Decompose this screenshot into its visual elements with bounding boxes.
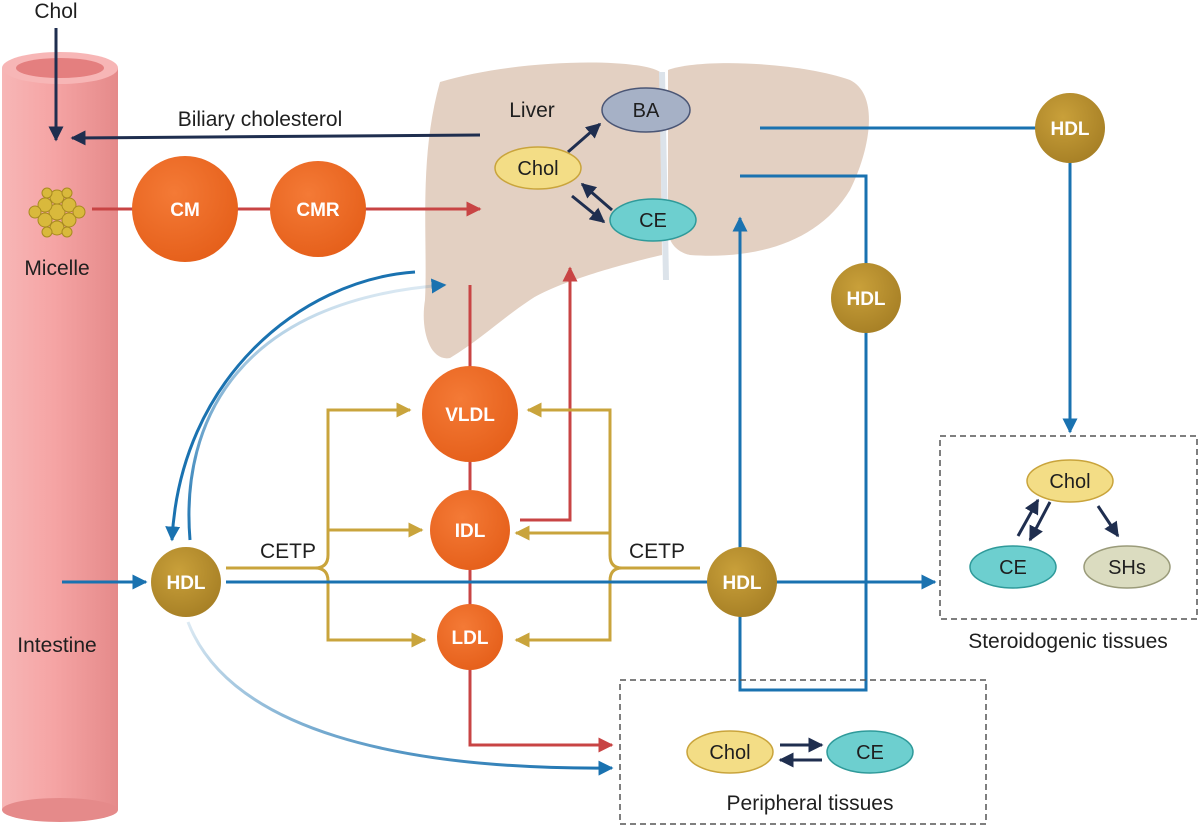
hdl-center-particle (707, 547, 777, 617)
peripheral-tissues-box (619, 679, 987, 825)
liver-chol-label: Chol (517, 158, 558, 180)
peripheral-label: Peripheral tissues (727, 792, 894, 815)
ldl-label: LDL (452, 628, 489, 649)
cmr-particle (270, 161, 366, 257)
biliary-cholesterol-arrow (70, 130, 481, 146)
chol-input-label: Chol (34, 0, 77, 23)
steroid-shs-label: SHs (1108, 557, 1146, 579)
steroid-chol-label: Chol (1049, 471, 1090, 493)
peripheral-chol-node (686, 730, 774, 774)
steroid-shs-node (1083, 545, 1171, 589)
cetp-left-label: CETP (260, 540, 316, 563)
cetp-right-exchange (514, 402, 700, 648)
idl-to-liver-arrow (520, 266, 578, 522)
ldl-particle (437, 604, 503, 670)
hdl-mid-right-label: HDL (846, 289, 885, 310)
micelle-icon (28, 187, 86, 238)
micelle-label: Micelle (24, 257, 89, 280)
cetp-left-exchange (226, 402, 427, 648)
hdl-mid-right-particle (831, 263, 901, 333)
hdl-left-label: HDL (166, 573, 205, 594)
vldl-label: VLDL (445, 405, 495, 426)
hdl-to-liver-arrow (187, 278, 447, 541)
intestine-label: Intestine (17, 634, 96, 657)
ldl-to-peripheral-arrow (468, 660, 614, 753)
hdl-top-right-label: HDL (1050, 119, 1089, 140)
liver-chol-node (494, 146, 582, 190)
peripheral-ce-node (826, 730, 914, 774)
steroid-chol-to-shs-arrow (1096, 505, 1120, 538)
hdl-center-label: HDL (722, 573, 761, 594)
hdl-mid-right-loop (732, 174, 868, 692)
cm-label: CM (170, 200, 200, 221)
peripheral-chol-label: Chol (709, 742, 750, 764)
hdl-left-particle (151, 547, 221, 617)
liver-ba-node (601, 87, 691, 133)
liver-label: Liver (509, 99, 555, 122)
cetp-right-label: CETP (629, 540, 685, 563)
liver-ba-label: BA (633, 100, 660, 122)
ce-to-chol-arrow (580, 182, 613, 212)
chol-to-ba-arrow (567, 122, 602, 154)
cm-particle (132, 156, 238, 262)
vldl-particle (422, 366, 518, 462)
hdl-top-right-particle (1035, 93, 1105, 163)
steroid-ce-node (969, 545, 1057, 589)
liver-ce-label: CE (639, 210, 667, 232)
liver-organ (423, 62, 869, 359)
idl-label: IDL (455, 521, 486, 542)
cmr-label: CMR (296, 200, 340, 221)
liver-to-hdl-arrow (165, 270, 416, 542)
liver-ce-node (609, 198, 697, 242)
steroidogenic-label: Steroidogenic tissues (968, 630, 1168, 653)
steroid-ce-label: CE (999, 557, 1027, 579)
steroid-ce-to-chol-arrow (1016, 498, 1040, 537)
hdl-to-peripheral-arrow (186, 621, 614, 776)
intestine-tube (2, 52, 118, 822)
chol-to-ce-arrow (571, 194, 606, 224)
steroid-chol-node (1026, 459, 1114, 503)
biliary-cholesterol-label: Biliary cholesterol (178, 108, 343, 131)
steroid-chol-to-ce-arrow (1028, 501, 1052, 542)
idl-particle (430, 490, 510, 570)
peripheral-ce-label: CE (856, 742, 884, 764)
